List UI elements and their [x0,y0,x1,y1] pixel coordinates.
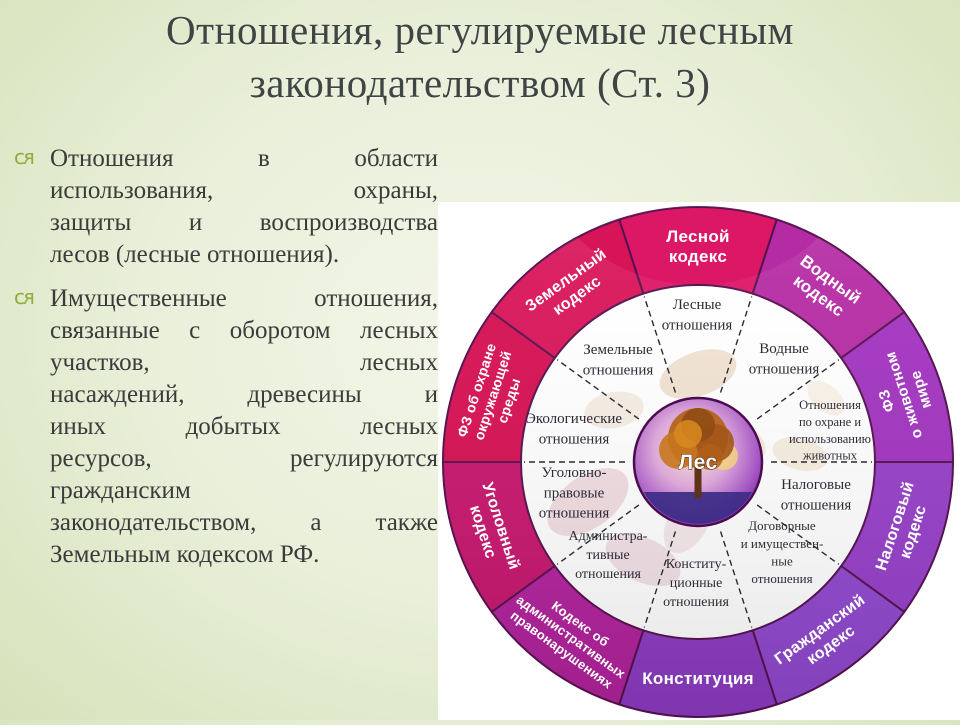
bullet-item: cᴙ Отношения в области использования, охра… [10,143,438,271]
sector-divider-dashed-line [643,296,677,393]
slide-title: Отношения, регулируемые лесным законодат… [166,7,794,107]
tree-trunk [694,458,702,498]
bullet-text-line: насаждений, древесины и [50,381,438,408]
bullet-text-line: ресурсов, регулируются [50,445,438,472]
sector-divider-dashed-line [719,296,753,393]
bullet-text-line: иных добытых лесных [50,413,438,440]
bullet-marker-icon: cᴙ [14,285,35,309]
tree-foliage [674,420,702,448]
sector-divider-dashed-line [756,504,840,565]
outer-segment-label: Конституция [642,669,754,688]
bullet-text-line: лесов (лесные отношения). [50,241,340,268]
bullet-item: cᴙ Имущественные отношения, связанные с об… [10,283,438,571]
bullet-text-line: Отношения в области [50,145,438,172]
bullet-text-line: использования, охраны, [50,177,438,204]
bullet-text-line: защиты и воспроизводства [50,209,438,236]
bullet-marker-icon: cᴙ [14,145,35,169]
sector-divider-dashed-line [556,359,640,420]
bullet-text-line: гражданским [50,477,191,504]
bullet-text-line: Земельным кодексом РФ. [50,541,320,568]
sector-divider-dashed-line [719,531,753,628]
sector-divider-dashed-line [556,504,640,565]
bullet-list: cᴙ Отношения в области использования, охра… [10,143,438,583]
sector-divider-dashed-line [756,359,840,420]
bullet-text-line: участков, лесных [50,349,438,376]
center-forest-circle: Лес [632,396,764,528]
sector-divider-dashed-line [643,531,677,628]
bullet-text-line: законодательством, а также [50,509,438,536]
bullet-text-line: Имущественные отношения, [50,285,438,312]
tree-foliage [697,444,723,470]
center-label: Лес [678,451,717,474]
bullet-text-line: связанные с оборотом лесных [50,317,438,344]
